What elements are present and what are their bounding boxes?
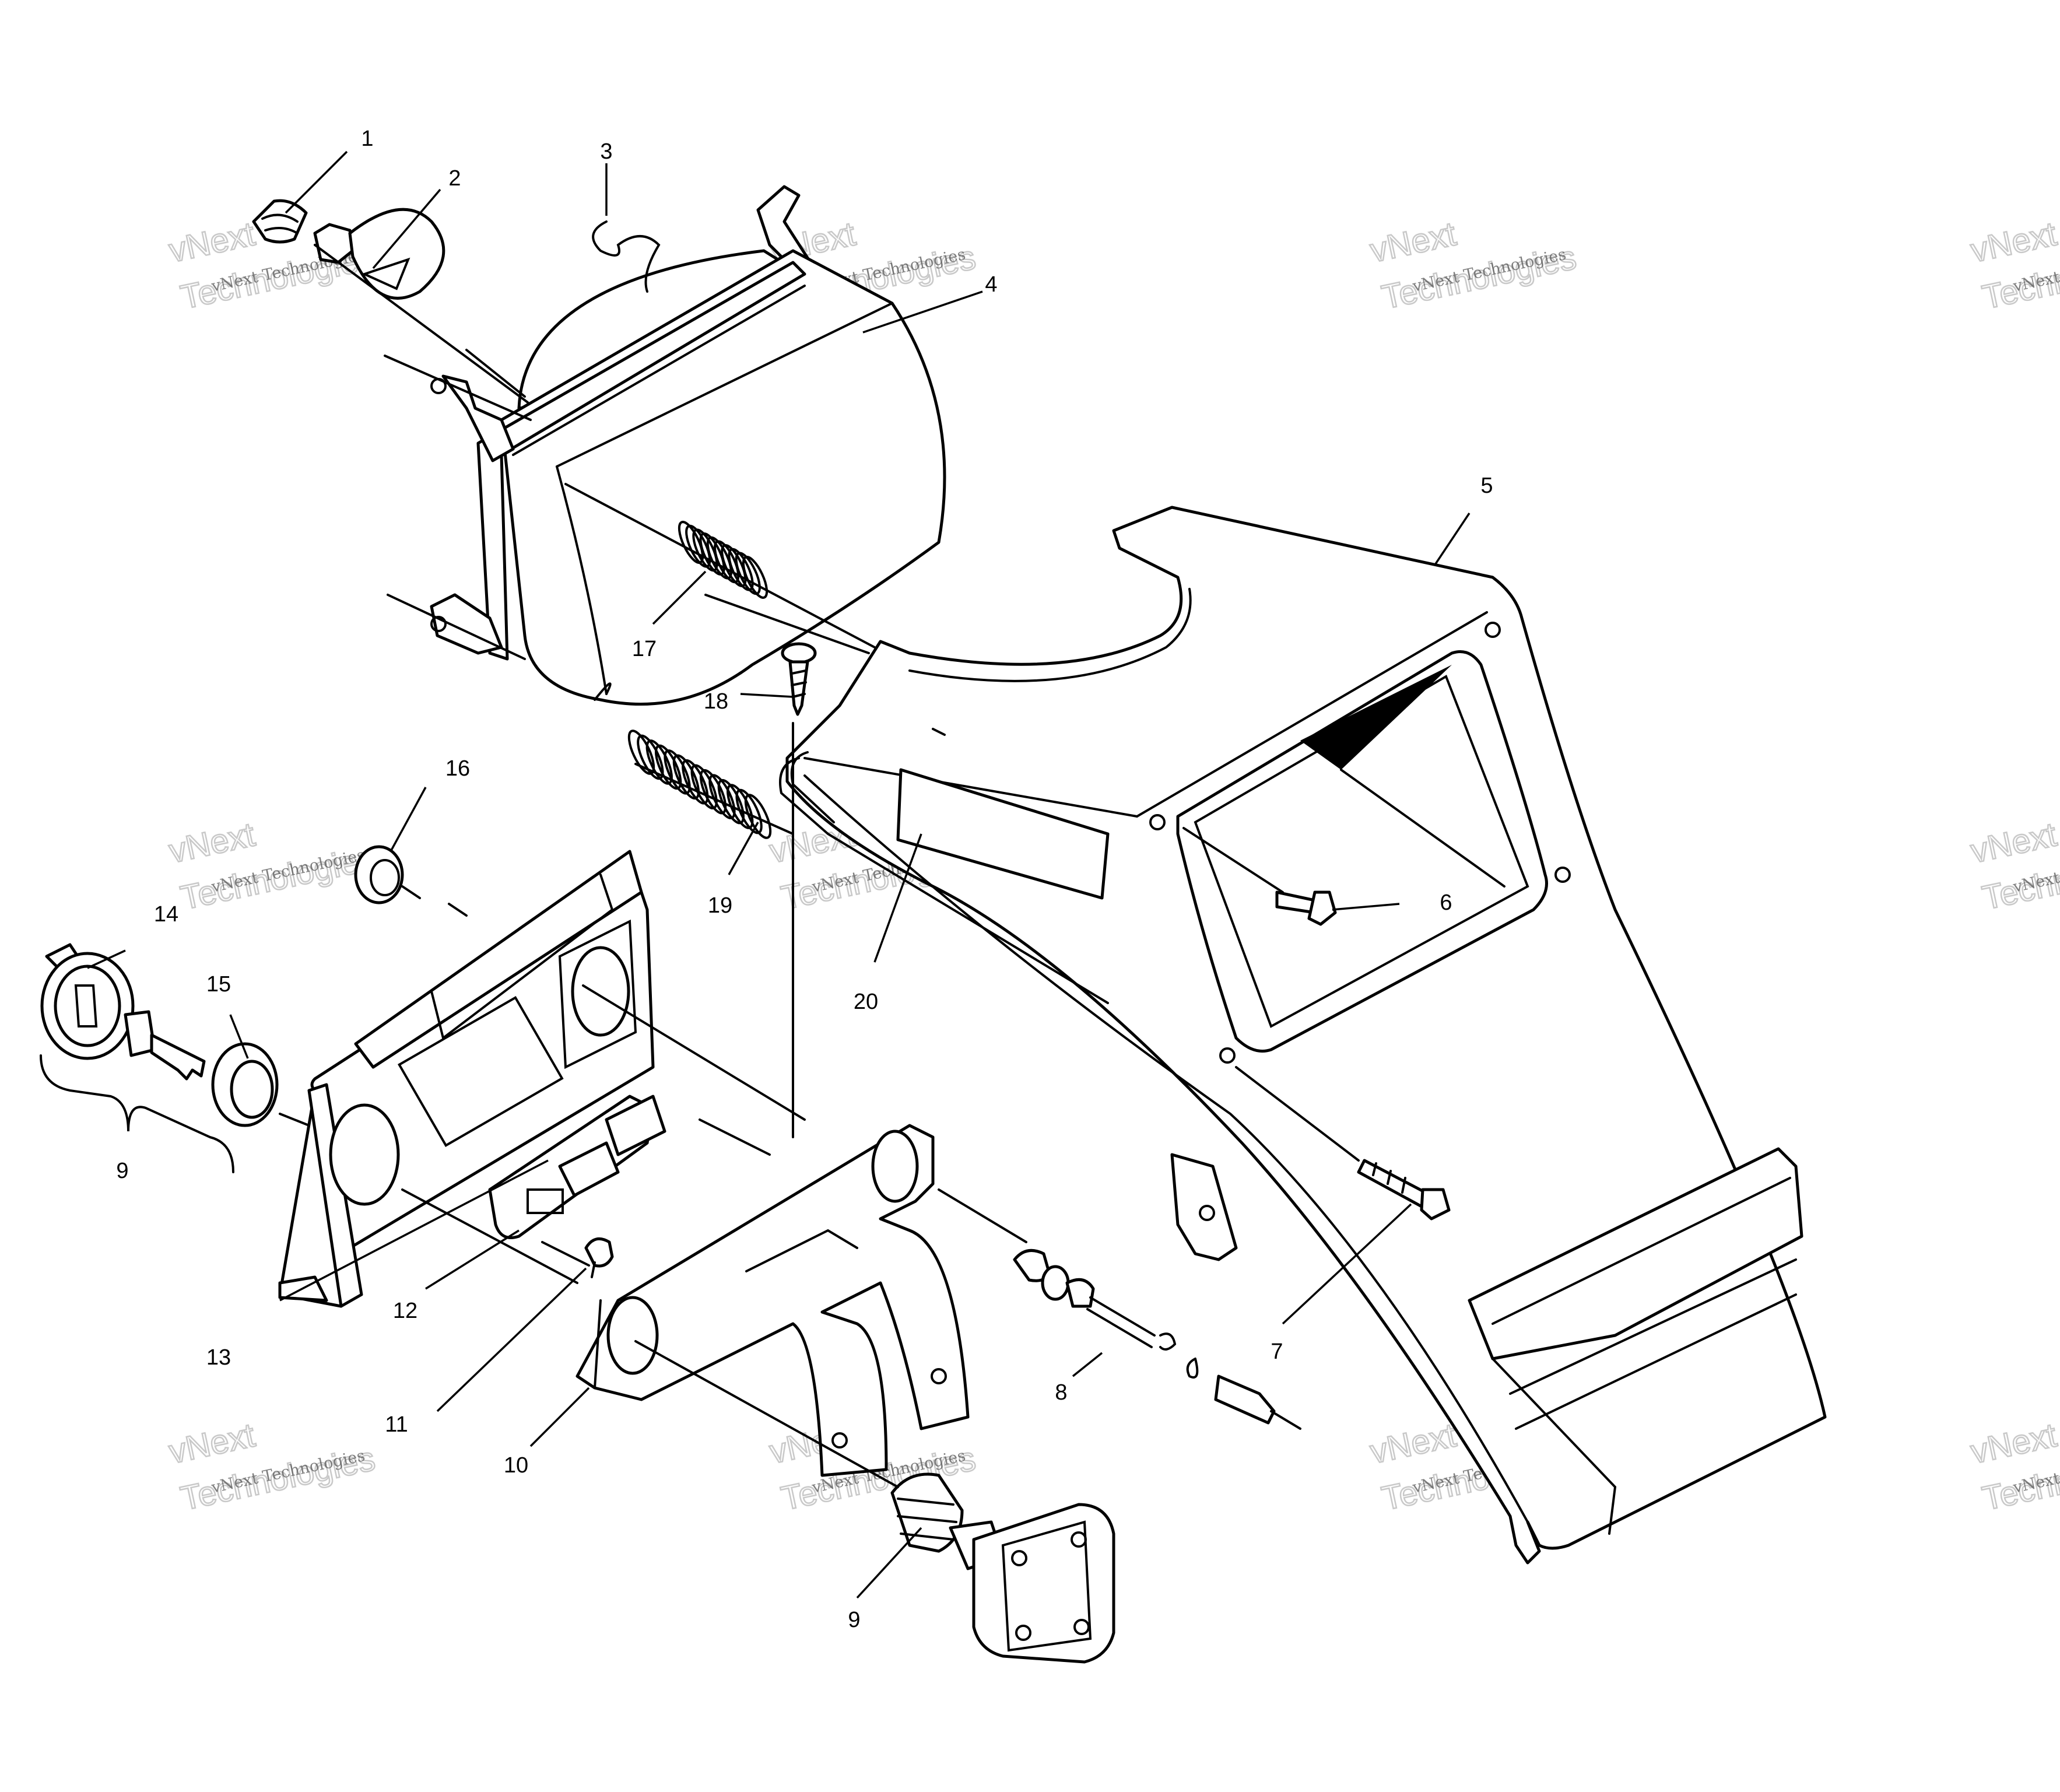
watermark-outline-top: vNext [1967, 815, 2060, 870]
callout-labels: 1 2 3 4 5 6 7 8 9 10 11 12 13 14 15 16 1… [116, 127, 1493, 1632]
callout-20: 20 [854, 990, 878, 1014]
mounting-bracket [575, 1124, 970, 1477]
spring-coil [744, 794, 772, 839]
watermark-outline-top: vNext [1967, 1416, 2060, 1471]
callout-1: 1 [361, 127, 373, 151]
hex-nut [354, 845, 404, 904]
wire-clip [592, 220, 661, 293]
watermark-outline-top: vNext [1367, 1416, 1459, 1471]
callout-7: 7 [1271, 1339, 1283, 1364]
ignition-key [124, 1010, 206, 1081]
callout-10: 10 [504, 1453, 528, 1478]
screw [781, 642, 817, 716]
adjuster-spring-lower [627, 730, 772, 839]
dash-panel [278, 850, 655, 1308]
hood [779, 506, 1827, 1565]
key-switch-nut [211, 1042, 279, 1127]
callout-2: 2 [448, 166, 461, 191]
callout-14: 14 [154, 902, 178, 927]
watermark-outline-top: vNext [166, 215, 258, 269]
callout-17: 17 [632, 637, 657, 661]
dash-switch [488, 1095, 666, 1239]
windshield-screw [1275, 890, 1337, 926]
callout-6: 6 [1440, 890, 1452, 915]
headlight-bulb [313, 208, 445, 300]
callout-11: 11 [385, 1412, 408, 1437]
bulb-socket [252, 199, 308, 244]
connector-plug [890, 1472, 1115, 1664]
small-knob [584, 1237, 614, 1278]
watermark-outline-top: vNext [1967, 215, 2060, 269]
callout-18: 18 [704, 689, 728, 714]
assembly-lines [279, 244, 1360, 1488]
callout-3: 3 [600, 139, 612, 164]
callout-9-key: 9 [116, 1159, 128, 1183]
callout-13: 13 [206, 1345, 231, 1370]
callout-8: 8 [1055, 1380, 1067, 1405]
callout-16: 16 [445, 756, 470, 781]
watermark-outline-top: vNext [166, 1416, 258, 1471]
headlight-housing [384, 185, 946, 706]
choke-knob [1013, 1249, 1301, 1430]
key-switch-bezel [40, 943, 135, 1060]
callout-4: 4 [985, 272, 997, 297]
callout-19: 19 [708, 893, 732, 918]
long-screw [1357, 1159, 1451, 1221]
callout-9-plug: 9 [848, 1608, 860, 1632]
leader-lines [87, 150, 1471, 1599]
group-brace [40, 1054, 234, 1173]
callout-12: 12 [393, 1299, 417, 1323]
watermark-outline-top: vNext [166, 815, 258, 870]
callout-5: 5 [1480, 474, 1493, 498]
spring-coil [742, 556, 768, 599]
callout-15: 15 [206, 972, 231, 997]
adjuster-spring-upper [678, 521, 768, 599]
watermark-outline-top: vNext [1367, 215, 1459, 269]
